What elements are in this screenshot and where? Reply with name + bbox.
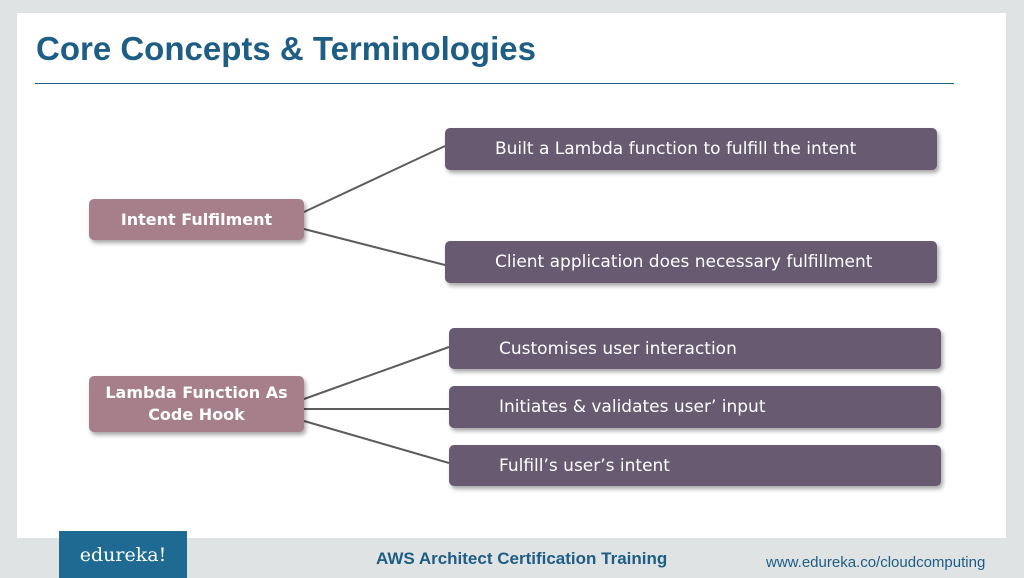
- item-label: Initiates & validates user’ input: [499, 397, 766, 417]
- edureka-logo: edureka!: [59, 531, 187, 578]
- item-lambda-fulfill: Built a Lambda function to fulfill the i…: [445, 128, 937, 170]
- category-label-line: Code Hook: [148, 405, 245, 424]
- website-url: www.edureka.co/cloudcomputing: [766, 554, 986, 571]
- item-label: Client application does necessary fulfil…: [495, 252, 873, 272]
- connector-line: [303, 420, 450, 464]
- item-customises-interaction: Customises user interaction: [449, 328, 941, 369]
- course-title: AWS Architect Certification Training: [376, 549, 668, 568]
- item-fulfill-intent: Fulfill’s user’s intent: [449, 445, 941, 486]
- connector-line: [303, 228, 446, 266]
- logo-text: edureka!: [79, 543, 167, 566]
- title-divider: [35, 83, 954, 84]
- item-label: Fulfill’s user’s intent: [499, 455, 670, 476]
- item-label: Built a Lambda function to fulfill the i…: [495, 139, 857, 159]
- connector-line: [303, 145, 446, 213]
- category-intent-fulfilment: Intent Fulfilment: [89, 199, 304, 240]
- connector-line: [303, 346, 450, 400]
- item-label: Customises user interaction: [499, 338, 737, 359]
- category-label-line: Lambda Function As: [105, 383, 288, 402]
- category-lambda-code-hook: Lambda Function As Code Hook: [89, 376, 304, 432]
- page-title: Core Concepts & Terminologies: [36, 30, 536, 67]
- item-client-fulfillment: Client application does necessary fulfil…: [445, 241, 937, 283]
- item-initiates-validates: Initiates & validates user’ input: [449, 386, 941, 428]
- category-label: Intent Fulfilment: [120, 209, 273, 229]
